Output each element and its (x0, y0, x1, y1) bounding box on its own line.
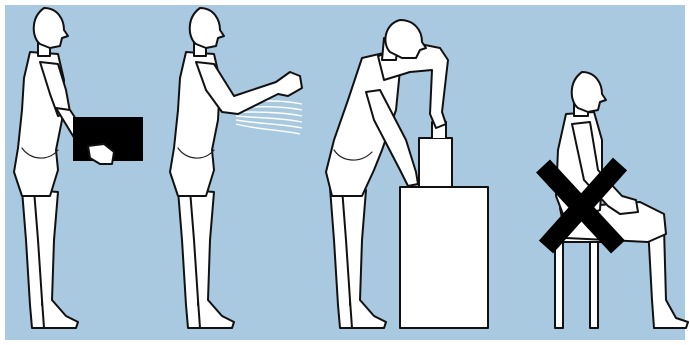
weight-on-table (419, 138, 452, 187)
low-table (400, 187, 488, 328)
stool-leg-left (555, 242, 563, 328)
stool-leg-right (590, 242, 598, 328)
